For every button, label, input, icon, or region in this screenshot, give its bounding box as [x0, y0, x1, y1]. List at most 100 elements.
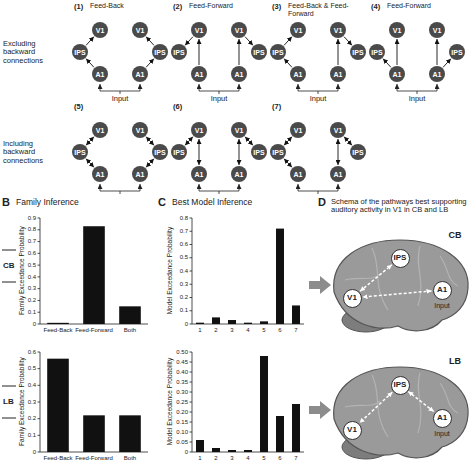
connection-arrow [239, 39, 240, 65]
region-name: A1 [393, 71, 402, 78]
tick-label: 0.10 [176, 429, 188, 436]
pointer-arrow [309, 401, 331, 419]
input-bracket [100, 184, 140, 194]
tick-mark [190, 382, 193, 383]
region-node: V1 [132, 122, 148, 138]
connection-arrow [86, 159, 94, 168]
input-line [417, 91, 418, 94]
input-arrow [100, 84, 101, 91]
connection-arrow [245, 137, 253, 146]
group-label: LB [449, 357, 461, 367]
group-label: LB [3, 398, 14, 407]
tick-mark [190, 452, 193, 453]
category-label: 5 [262, 327, 265, 334]
region-node: A1 [330, 66, 346, 82]
region-name: IPS [371, 49, 382, 56]
region-node: V1 [92, 122, 108, 138]
input-line [120, 91, 121, 94]
tick-label: 0.6 [180, 241, 188, 248]
probability-bar [196, 323, 204, 324]
category-label: 5 [262, 455, 265, 462]
region-node: IPS [270, 144, 286, 160]
region-node: A1 [433, 409, 452, 428]
tick-mark [38, 229, 41, 230]
tick-label: 0 [33, 321, 36, 328]
region-name: V1 [334, 127, 343, 134]
input-arrow [239, 84, 240, 91]
tick-label: 0.30 [176, 389, 188, 396]
tick-mark [38, 402, 41, 403]
bar-chart [190, 352, 305, 452]
connection-arrow [443, 59, 451, 68]
input-line [318, 191, 319, 194]
region-name: IPS [173, 149, 184, 156]
tick-label: 0 [185, 321, 188, 328]
connection-arrow [239, 139, 240, 165]
model-name: Feed-Back [90, 2, 168, 10]
category-label: 1 [198, 455, 201, 462]
region-node: A1 [92, 66, 108, 82]
category-label: 6 [278, 455, 281, 462]
region-node: A1 [92, 166, 108, 182]
category-label: 2 [214, 455, 217, 462]
category-label: 2 [214, 327, 217, 334]
connection-arrow [86, 37, 94, 46]
region-name: V1 [393, 27, 402, 34]
region-name: V1 [334, 27, 343, 34]
tick-mark [190, 244, 193, 245]
tick-label: 0.8 [180, 215, 188, 222]
region-node: V1 [92, 22, 108, 38]
region-node: V1 [330, 22, 346, 38]
tick-mark [38, 324, 41, 325]
region-node: IPS [350, 44, 366, 60]
model-number: (2) [173, 3, 182, 11]
input-bracket [199, 184, 239, 194]
region-node: A1 [231, 66, 247, 82]
connection-arrow [146, 137, 154, 146]
region-name: IPS [74, 49, 85, 56]
category-label: 4 [246, 327, 249, 334]
region-name: V1 [294, 127, 303, 134]
pointer-arrow [309, 276, 331, 294]
brain-gyri [345, 246, 458, 310]
region-name: V1 [235, 27, 244, 34]
tick-label: 0 [33, 449, 36, 456]
region-node: IPS [72, 144, 88, 160]
tick-label: 0.8 [28, 226, 36, 233]
model-number: (1) [74, 3, 83, 11]
tick-label: 0.40 [176, 369, 188, 376]
input-line [219, 191, 220, 194]
region-name: V1 [195, 27, 204, 34]
category-label: Both [124, 455, 136, 462]
input-bracket [100, 84, 140, 94]
category-label: 3 [230, 327, 233, 334]
brain-cb [334, 240, 468, 332]
tick-mark [38, 276, 41, 277]
region-name: IPS [451, 49, 462, 56]
region-node: IPS [171, 144, 187, 160]
region-name: A1 [294, 171, 303, 178]
panel-title: Schema of the pathways best supporting a… [331, 198, 469, 215]
model-number: (4) [371, 3, 380, 11]
tick-label: 0.5 [28, 365, 36, 372]
brain-outline [334, 367, 468, 458]
tick-mark [190, 284, 193, 285]
region-name: IPS [394, 254, 407, 262]
connection-arrow [360, 265, 392, 292]
region-name: V1 [136, 127, 145, 134]
tick-mark [190, 231, 193, 232]
probability-bar [47, 323, 69, 324]
region-node: V1 [330, 122, 346, 138]
connection-arrow [146, 37, 154, 46]
region-name: A1 [437, 414, 447, 422]
model-name: Feed-Back & Feed-Forward [288, 2, 366, 17]
model-name: Feed-Forward [387, 2, 465, 10]
connection-arrow [344, 37, 352, 46]
tick-label: 0.1 [28, 432, 36, 439]
region-node: A1 [290, 66, 306, 82]
input-arrow [199, 184, 200, 191]
tick-label: 0.1 [28, 309, 36, 316]
tick-mark [38, 385, 41, 386]
input-line [120, 191, 121, 194]
tick-label: 0.3 [28, 399, 36, 406]
